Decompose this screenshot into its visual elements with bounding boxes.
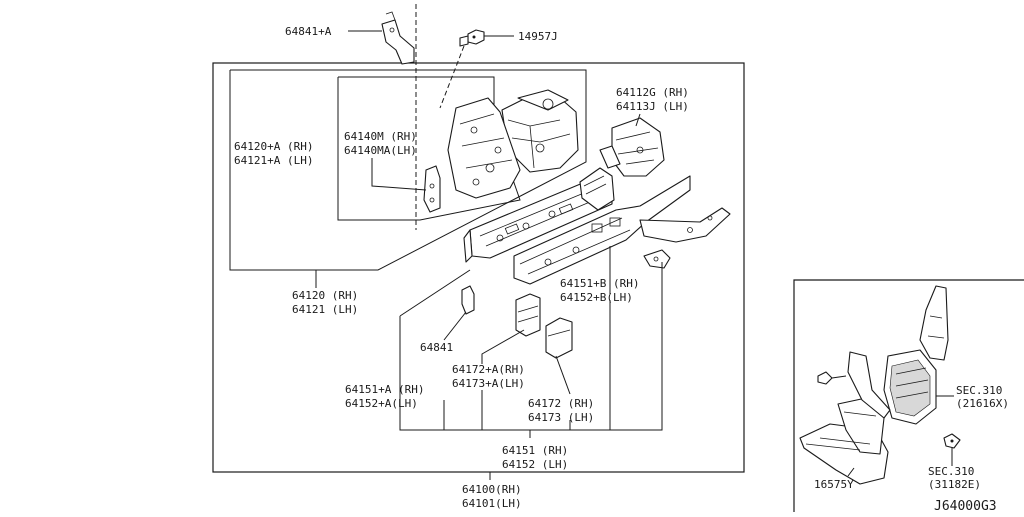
label-64173a: 64173+A(LH) [452, 377, 525, 390]
inner-panel-group-frame [337, 76, 521, 221]
label-64112g: 64112G (RH) [616, 86, 689, 99]
label-64151a: 64151+A (RH) [345, 383, 424, 396]
detail-bolt-left-icon [817, 371, 847, 385]
leader-16575y [847, 467, 855, 477]
part-64841-icon [461, 285, 475, 315]
label-64841a: 64841+A [285, 25, 332, 38]
label-64172a: 64172+A(RH) [452, 363, 525, 376]
label-sec310b: SEC.310 [928, 465, 974, 478]
label-64140m: 64140M (RH) [344, 130, 417, 143]
collector-bracket [399, 262, 663, 438]
main-assembly-frame [212, 62, 745, 473]
label-64101: 64101(LH) [462, 497, 522, 510]
detail-bolt-right-icon [943, 433, 961, 449]
label-64151b: 64151+B (RH) [560, 277, 639, 290]
label-14957j: 14957J [518, 30, 558, 43]
label-64841: 64841 [420, 341, 453, 354]
bracket-64841a-icon [381, 11, 415, 65]
leader-64112g [635, 113, 641, 127]
upper-rail-icon [579, 167, 615, 211]
wheelhouse-bracket-64112g-icon [599, 117, 665, 177]
label-64120a: 64120+A (RH) [234, 140, 313, 153]
label-64121a: 64121+A (LH) [234, 154, 313, 167]
label-64100: 64100(RH) [462, 483, 522, 496]
diagram-code: J64000G3 [934, 499, 997, 512]
side-member-group-frame [229, 69, 587, 271]
label-64152a: 64152+A(LH) [345, 397, 418, 410]
label-64121: 64121 (LH) [292, 303, 358, 316]
bolt-14957j-icon [459, 29, 485, 47]
label-64172: 64172 (RH) [528, 397, 594, 410]
label-sec310a: SEC.310 [956, 384, 1002, 397]
clip-part-icon [643, 249, 671, 269]
strut-housing-icon [501, 89, 579, 173]
label-64113j: 64113J (LH) [616, 100, 689, 113]
small-bracket-64140ma-icon [423, 165, 441, 213]
side-member-extension-icon [513, 175, 731, 285]
label-64140ma: 64140MA(LH) [344, 144, 417, 157]
assembly-dashline-2 [439, 45, 465, 109]
label-64120: 64120 (RH) [292, 289, 358, 302]
label-64152b: 64152+B(LH) [560, 291, 633, 304]
detail-view-frame [793, 279, 1024, 512]
leader-64151a [399, 269, 471, 317]
label-sec310b-sub: (31182E) [928, 478, 981, 491]
label-64151: 64151 (RH) [502, 444, 568, 457]
label-64152: 64152 (LH) [502, 458, 568, 471]
label-sec310a-sub: (21616X) [956, 397, 1009, 410]
leader-64172 [555, 355, 571, 395]
leader-64841 [443, 311, 467, 341]
part-64172a-icon [515, 293, 541, 337]
ecu-bracket-icon [847, 285, 949, 425]
label-16575y: 16575Y [814, 478, 854, 491]
leader-64172a [481, 329, 525, 364]
part-64172-icon [545, 317, 573, 359]
label-64173: 64173 (LH) [528, 411, 594, 424]
inner-panel-64140m-icon [447, 97, 521, 199]
leader-64140m [371, 158, 427, 191]
